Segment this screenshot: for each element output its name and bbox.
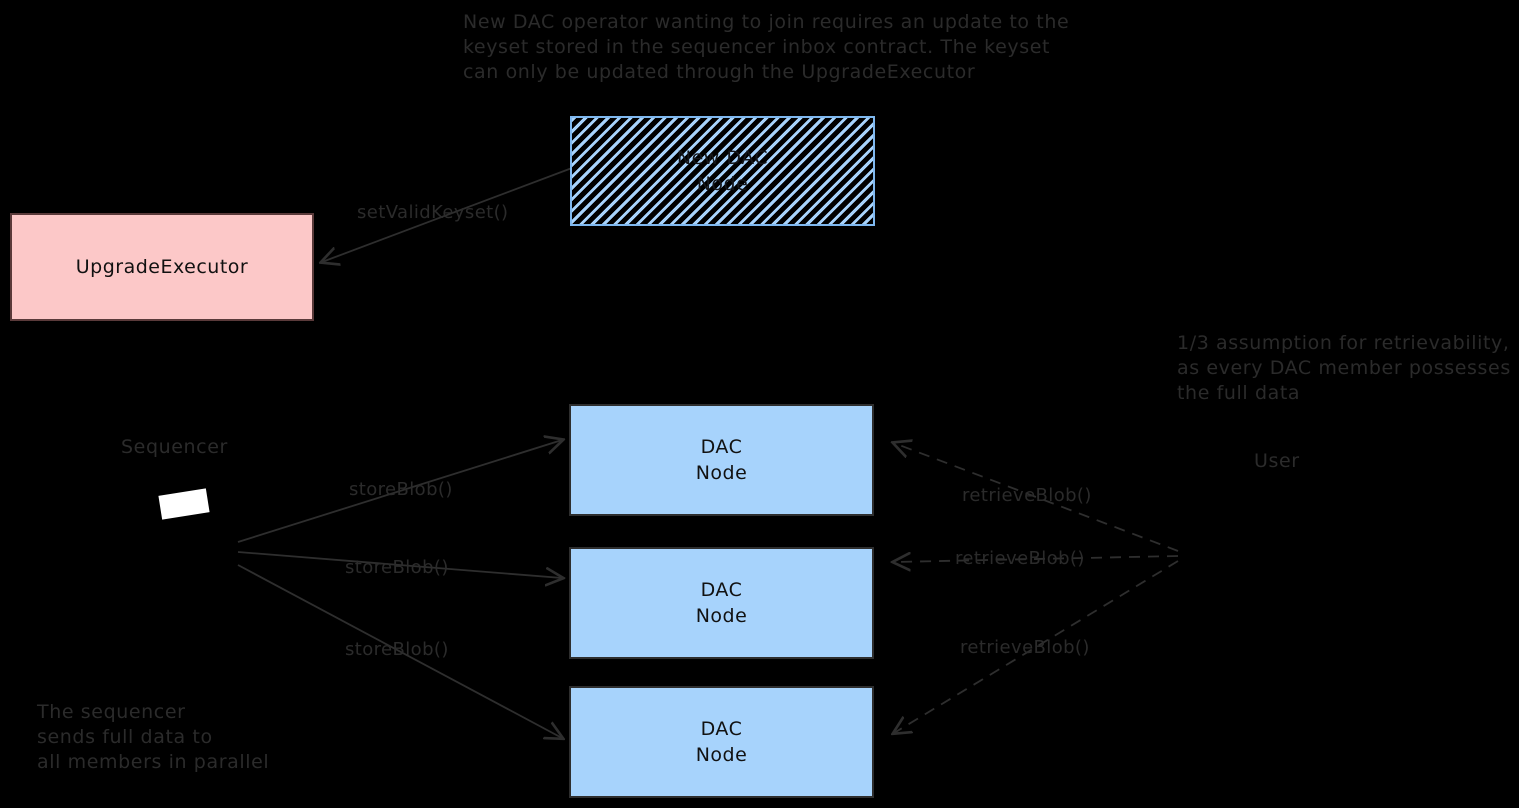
edge-store-blob-1 <box>237 440 562 543</box>
edge-label-retrieve-blob-2: retrieveBlob() <box>955 548 1085 569</box>
node-new-dac-node[interactable]: New DAC Node <box>570 116 875 226</box>
node-upgrade-executor-label: UpgradeExecutor <box>75 256 249 278</box>
edge-label-retrieve-blob-1: retrieveBlob() <box>962 485 1092 506</box>
edge-retrieve-blob-2 <box>894 556 1179 562</box>
node-dac-node-1[interactable]: DAC Node <box>569 404 874 516</box>
edge-store-blob-2 <box>237 551 562 578</box>
node-dac-node-1-label: DAC Node <box>695 436 748 484</box>
node-upgrade-executor[interactable]: UpgradeExecutor <box>10 213 314 321</box>
node-dac-node-3[interactable]: DAC Node <box>569 686 874 798</box>
edge-retrieve-blob-1 <box>894 443 1179 552</box>
edge-label-store-blob-2: storeBlob() <box>345 557 449 578</box>
edge-label-store-blob-3: storeBlob() <box>345 639 449 660</box>
annotation-parallel-send: The sequencer sends full data to all mem… <box>37 701 270 773</box>
edge-label-store-blob-1: storeBlob() <box>349 479 453 500</box>
edge-retrieve-blob-3 <box>894 560 1179 733</box>
edge-store-blob-3 <box>237 564 562 738</box>
actor-label-sequencer: Sequencer <box>121 436 228 458</box>
node-dac-node-2[interactable]: DAC Node <box>569 547 874 659</box>
edge-set-valid-keyset <box>322 167 573 262</box>
annotation-keyset-update: New DAC operator wanting to join require… <box>463 11 1070 83</box>
node-dac-node-2-label: DAC Node <box>695 579 748 627</box>
edge-label-retrieve-blob-3: retrieveBlob() <box>960 637 1090 658</box>
node-dac-node-3-label: DAC Node <box>695 718 748 766</box>
annotation-retrievability: 1/3 assumption for retrievability, as ev… <box>1177 332 1511 404</box>
edge-label-set-valid-keyset: setValidKeyset() <box>357 202 509 223</box>
actor-label-user: User <box>1254 450 1300 472</box>
node-new-dac-node-label: New DAC Node <box>676 147 769 195</box>
